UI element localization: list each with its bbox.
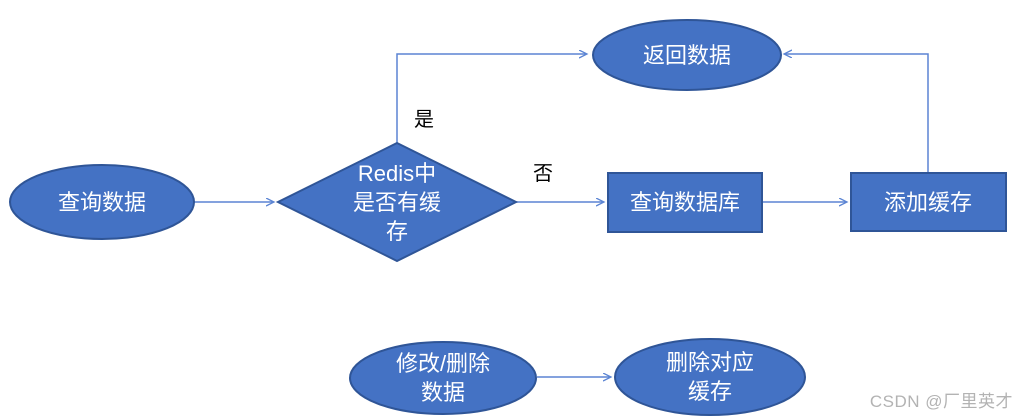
node-delete-cache-shape (614, 338, 806, 416)
node-add-cache-shape (850, 172, 1007, 232)
node-return-data-shape (592, 19, 782, 91)
node-redis-decision-shape (275, 141, 519, 263)
edge-add-cache-to-return-data (785, 54, 929, 172)
edge-decision-yes-to-return-data (396, 54, 586, 143)
node-query-db-shape (607, 172, 763, 233)
node-query-data-shape (9, 164, 195, 240)
node-modify-delete-shape (349, 341, 537, 415)
